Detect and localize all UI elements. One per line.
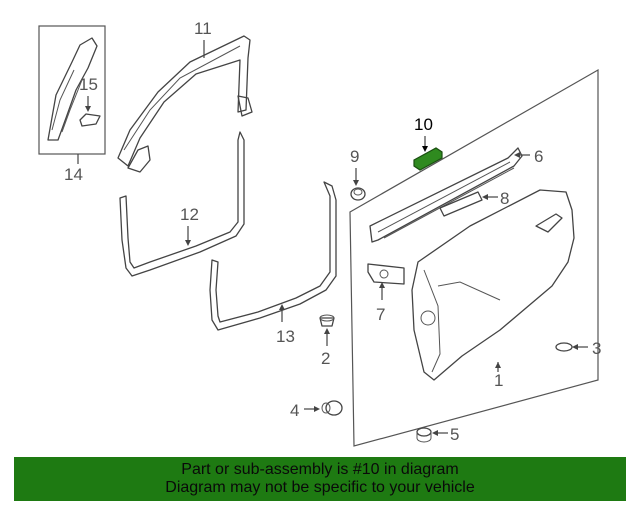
callout-11: 11: [194, 19, 212, 38]
part-2-clip: [319, 314, 335, 327]
callout-1: 1: [494, 371, 503, 390]
callout-14: 14: [64, 165, 83, 184]
banner-line-1: Part or sub-assembly is #10 in diagram: [181, 461, 459, 478]
callout-4: 4: [290, 401, 299, 420]
part-5-plug: [416, 427, 432, 443]
part-9-grommet: [350, 187, 366, 201]
part-1-door-shell: [411, 189, 575, 381]
part-6-belt-molding: [369, 147, 523, 243]
part-12-opening-seal: [119, 131, 245, 277]
callout-6: 6: [534, 147, 543, 166]
callout-9: 9: [350, 147, 359, 166]
callout-12: 12: [180, 205, 199, 224]
part-13-door-seal: [209, 181, 337, 331]
callout-2: 2: [321, 349, 330, 368]
callout-8: 8: [500, 189, 509, 208]
part-10-highlighted: [413, 147, 443, 171]
part-4-bumper: [321, 400, 343, 416]
callout-15: 15: [79, 75, 98, 94]
part-7-bracket: [367, 263, 405, 285]
callout-13: 13: [276, 327, 295, 346]
part-8-label: [439, 191, 483, 217]
part-11-frame-seal: [117, 35, 253, 173]
banner-line-2: Diagram may not be specific to your vehi…: [165, 479, 475, 496]
door-panel-background: [349, 68, 599, 447]
callout-5: 5: [450, 425, 459, 444]
callout-3: 3: [592, 339, 601, 358]
callout-7: 7: [376, 305, 385, 324]
inset-box: [38, 25, 106, 164]
info-banner: Part or sub-assembly is #10 in diagram D…: [14, 457, 626, 501]
callout-10: 10: [414, 115, 433, 134]
